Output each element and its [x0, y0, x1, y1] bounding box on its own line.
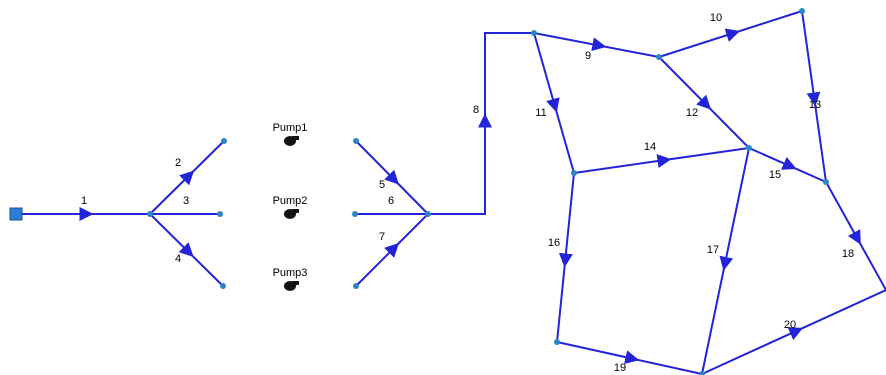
pipe-label-3: 3	[183, 195, 189, 207]
flow-arrow-7	[384, 242, 400, 258]
pipe-label-8: 8	[473, 104, 479, 116]
pump2-icon[interactable]	[284, 209, 299, 219]
pipe-label-4: 4	[175, 253, 181, 265]
pipe-label-16: 16	[548, 237, 560, 249]
flow-arrow-14	[656, 154, 672, 168]
junction-node-m15[interactable]	[823, 179, 829, 185]
pump2-label: Pump2	[273, 195, 308, 207]
junction-node-t10[interactable]	[799, 8, 805, 14]
pipes-layer	[17, 10, 886, 375]
pump3-label: Pump3	[273, 267, 308, 279]
flow-arrow-12	[696, 94, 712, 110]
pipe-label-13: 13	[809, 99, 821, 111]
nodes-layer	[9, 8, 829, 375]
flow-arrow-20	[787, 327, 804, 341]
pipe-label-2: 2	[175, 157, 181, 169]
pipe-label-1: 1	[81, 195, 87, 207]
junction-node-b2[interactable]	[353, 138, 359, 144]
flow-arrow-5	[384, 169, 400, 185]
junction-node-b4[interactable]	[353, 283, 359, 289]
flow-arrow-13	[806, 91, 821, 107]
reservoir-icon[interactable]	[9, 207, 23, 221]
pipe-label-18: 18	[842, 248, 854, 260]
flow-arrow-19	[624, 350, 640, 364]
junction-node-m12[interactable]	[746, 145, 752, 151]
pump1-label: Pump1	[273, 122, 308, 134]
junction-node-a4[interactable]	[220, 283, 226, 289]
flow-arrow-18	[847, 229, 861, 245]
pipe-label-7: 7	[379, 231, 385, 243]
pipe-label-9: 9	[585, 50, 591, 62]
pipe-8[interactable]	[428, 32, 534, 215]
pipe-label-12: 12	[686, 107, 698, 119]
pipe-label-14: 14	[644, 141, 656, 153]
flow-arrow-2	[179, 170, 195, 186]
pipe-label-5: 5	[379, 179, 385, 191]
junction-node-m9[interactable]	[656, 54, 662, 60]
flow-arrow-15	[781, 156, 797, 170]
flow-arrow-16	[558, 252, 573, 268]
pipe-label-6: 6	[388, 195, 394, 207]
junction-node-a3[interactable]	[217, 211, 223, 217]
pumps-layer	[284, 136, 299, 291]
pipe-label-20: 20	[784, 319, 796, 331]
pump3-icon[interactable]	[284, 281, 299, 291]
junction-node-bm[interactable]	[699, 371, 705, 375]
junction-node-jr[interactable]	[425, 211, 431, 217]
junction-node-bl[interactable]	[554, 339, 560, 345]
pump1-icon[interactable]	[284, 136, 299, 146]
junction-node-m11[interactable]	[571, 170, 577, 176]
pipe-label-11: 11	[535, 107, 546, 119]
pipe-label-17: 17	[707, 244, 719, 256]
flow-arrow-9	[591, 37, 607, 52]
pipe-label-15: 15	[769, 169, 781, 181]
pipe-label-10: 10	[710, 12, 722, 24]
flow-arrow-4	[178, 242, 194, 258]
pipe-label-19: 19	[614, 362, 626, 374]
flow-arrow-10	[724, 28, 741, 42]
junction-node-a2[interactable]	[221, 138, 227, 144]
junction-node-j1[interactable]	[147, 211, 153, 217]
junction-node-t1[interactable]	[531, 30, 537, 36]
junction-node-b3[interactable]	[352, 211, 358, 217]
flow-arrow-11	[546, 97, 560, 113]
flow-arrow-17	[719, 255, 734, 271]
